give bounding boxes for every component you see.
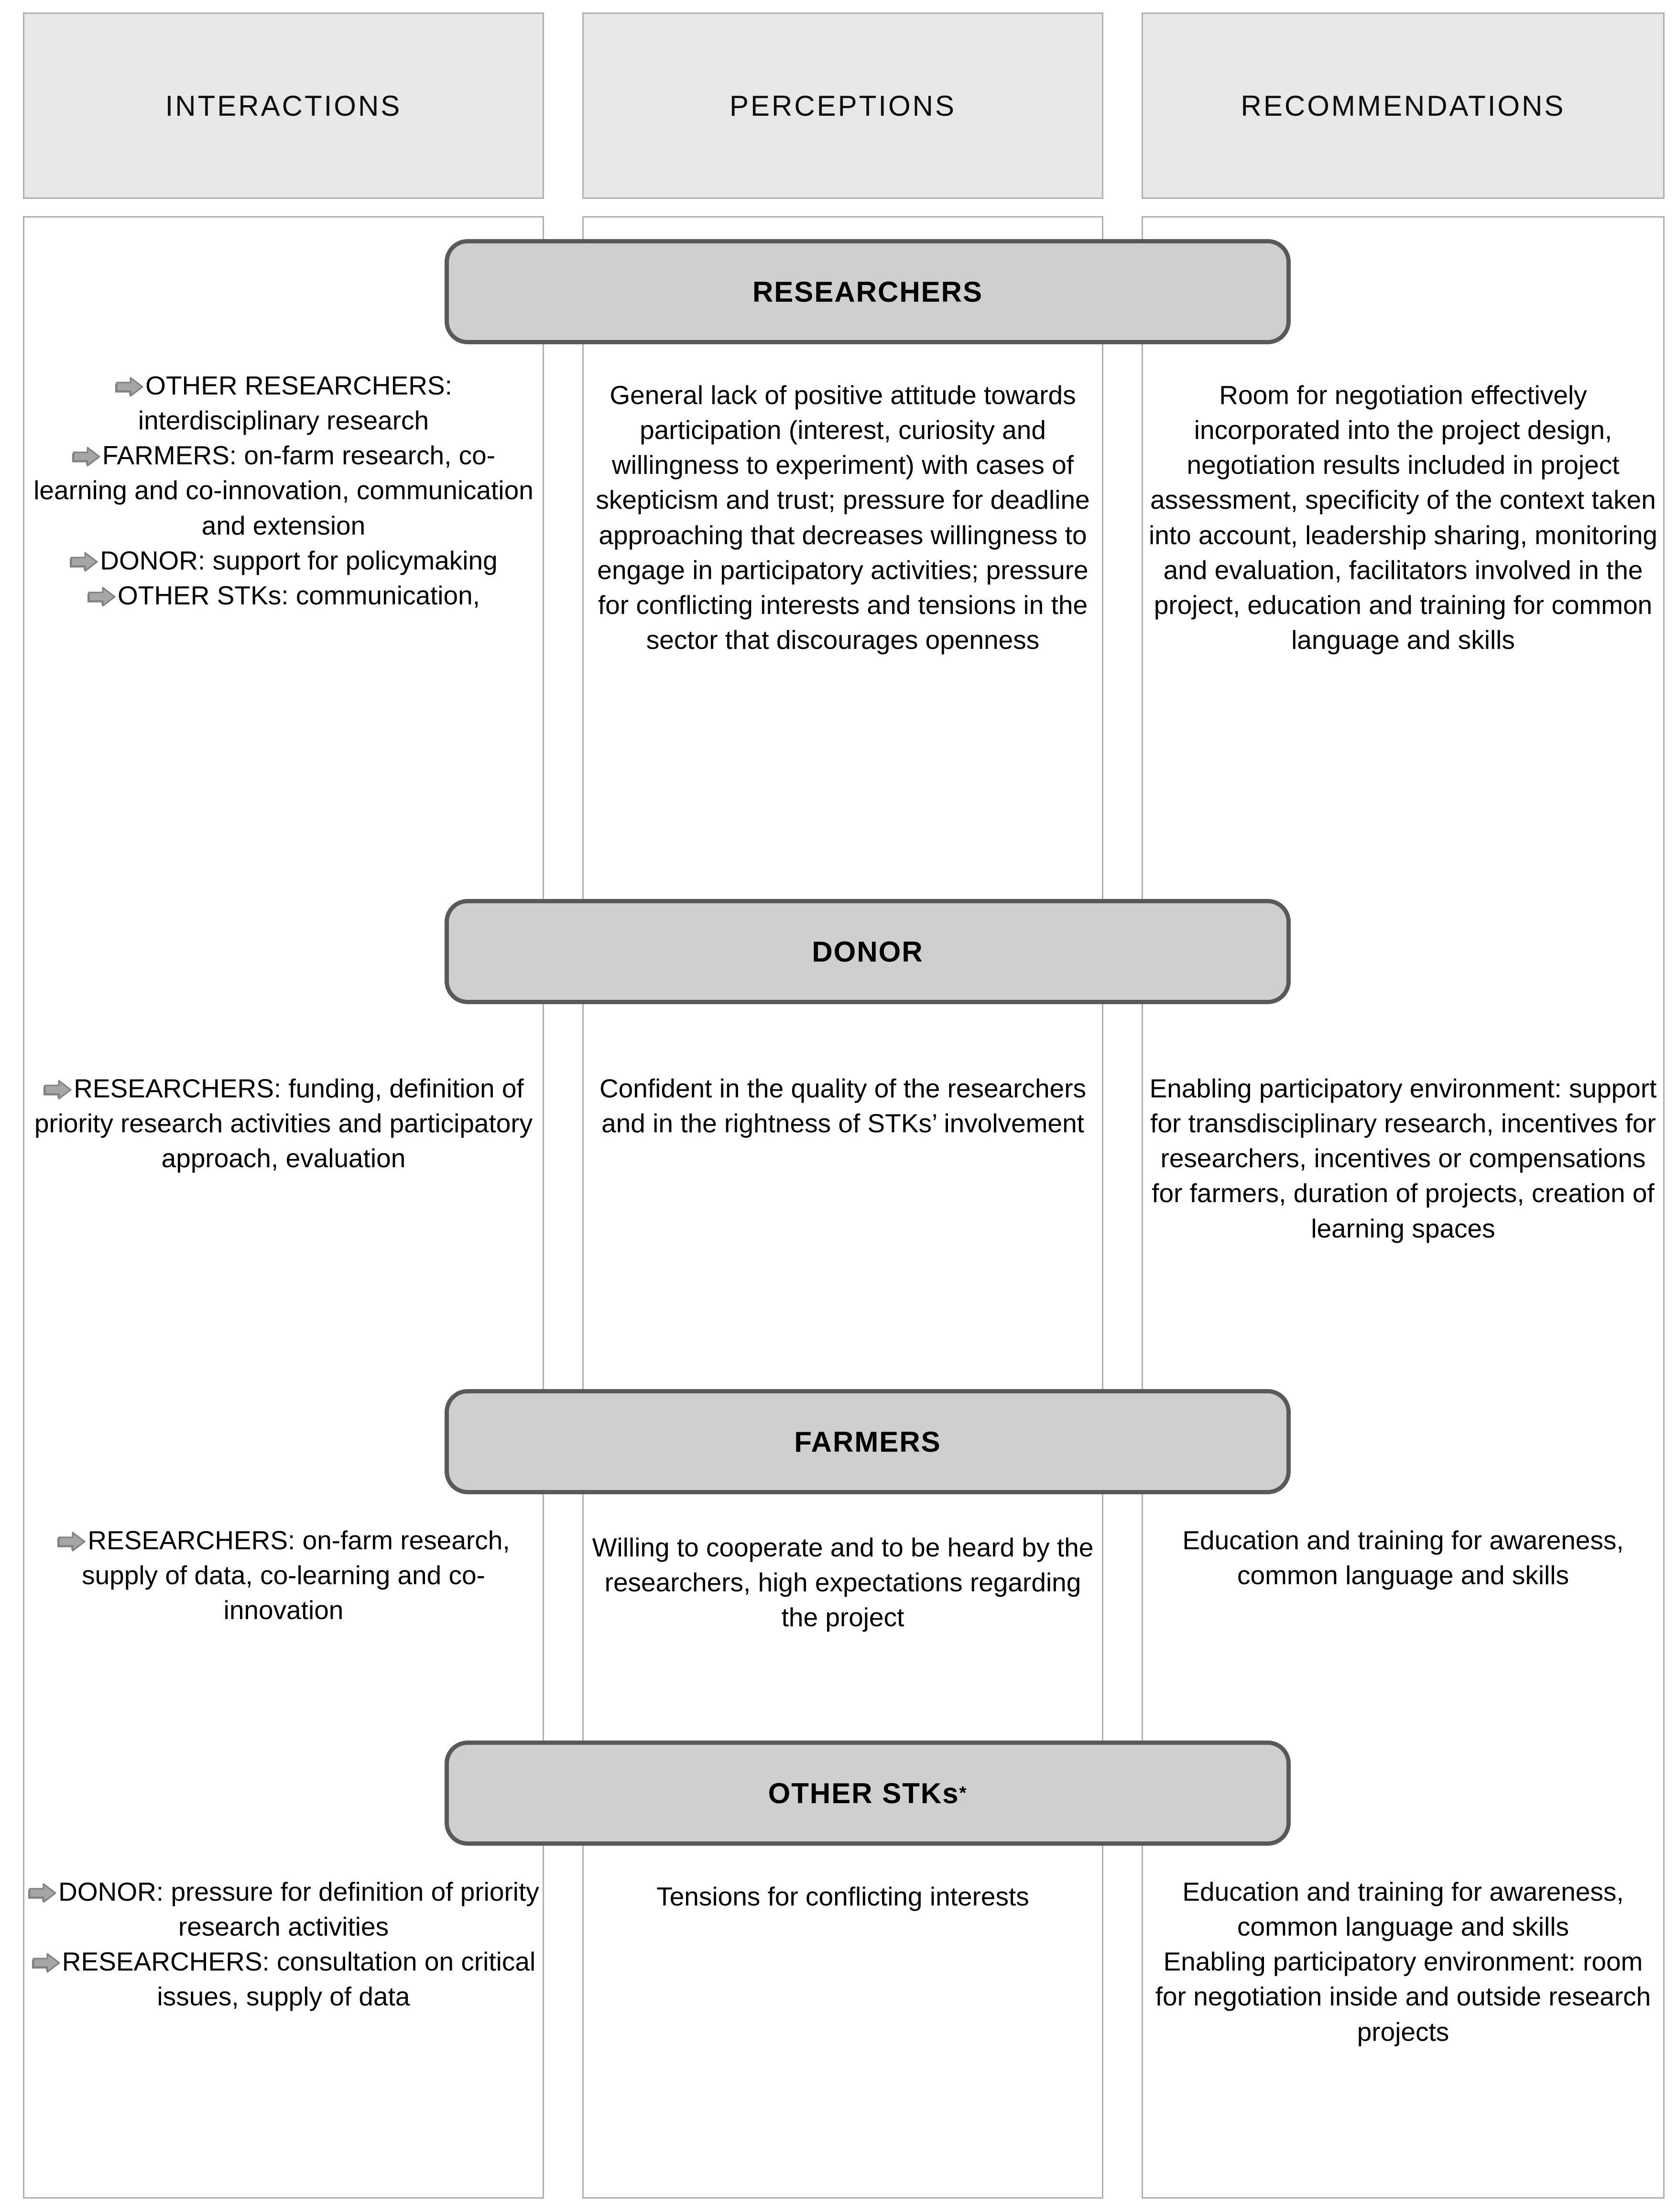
interaction-item: FARMERS: on-farm research, co-learning a… [33, 440, 534, 540]
recommendations-text-line-1: Education and training for awareness, co… [1182, 1877, 1624, 1942]
recommendations-text: Education and training for awareness, co… [1182, 1525, 1624, 1590]
right-arrow-icon [32, 1947, 61, 1973]
right-arrow-icon [72, 441, 101, 467]
right-arrow-icon [115, 371, 144, 397]
recommendations-text: Enabling participatory environment: supp… [1149, 1073, 1657, 1243]
cell-other-stks-interactions: DONOR: pressure for definition of priori… [26, 1874, 541, 2015]
recommendations-text: Room for negotiation effectively incorpo… [1149, 380, 1657, 655]
right-arrow-icon [87, 581, 117, 607]
perceptions-text: Confident in the quality of the research… [599, 1073, 1087, 1139]
recommendations-text-line-2: Enabling participatory environment: room… [1155, 1947, 1651, 2047]
column-header-perceptions: PERCEPTIONS [582, 12, 1103, 199]
right-arrow-icon [57, 1526, 87, 1552]
cell-donor-perceptions: Confident in the quality of the research… [585, 1071, 1100, 1141]
cell-farmers-perceptions: Willing to cooperate and to be heard by … [585, 1530, 1100, 1635]
group-band-label: FARMERS [794, 1425, 941, 1458]
column-header-interactions: INTERACTIONS [23, 12, 544, 199]
perceptions-text: Willing to cooperate and to be heard by … [592, 1533, 1094, 1632]
perceptions-text: General lack of positive attitude toward… [596, 380, 1090, 655]
column-header-recommendations: RECOMMENDATIONS [1142, 12, 1665, 199]
cell-other-stks-recommendations: Education and training for awareness, co… [1144, 1874, 1662, 2049]
column-header-label: INTERACTIONS [165, 89, 402, 122]
column-header-label: RECOMMENDATIONS [1241, 89, 1566, 122]
interaction-item: RESEARCHERS: on-farm research, supply of… [26, 1523, 541, 1628]
group-band-donor: DONOR [445, 899, 1291, 1004]
cell-donor-recommendations: Enabling participatory environment: supp… [1144, 1071, 1662, 1246]
cell-researchers-recommendations: Room for negotiation effectively incorpo… [1144, 378, 1662, 657]
right-arrow-icon [69, 546, 99, 572]
right-arrow-icon [43, 1074, 73, 1100]
cell-farmers-interactions: RESEARCHERS: on-farm research, supply of… [26, 1523, 541, 1628]
cell-researchers-perceptions: General lack of positive attitude toward… [585, 378, 1100, 657]
interaction-item: RESEARCHERS: funding, definition of prio… [34, 1073, 533, 1173]
interaction-item: DONOR: pressure for definition of priori… [26, 1874, 541, 1944]
group-band-other-stks: OTHER STKs* [445, 1741, 1291, 1846]
cell-researchers-interactions: OTHER RESEARCHERS: interdisciplinary res… [26, 368, 541, 636]
interaction-item: RESEARCHERS: consultation on critical is… [26, 1944, 541, 2014]
column-header-label: PERCEPTIONS [729, 89, 957, 122]
group-band-farmers: FARMERS [445, 1389, 1291, 1494]
group-band-label: DONOR [812, 935, 924, 968]
right-arrow-icon [28, 1877, 57, 1903]
column-body-recommendations [1142, 216, 1665, 2199]
perceptions-text: Tensions for conflicting interests [656, 1882, 1029, 1911]
interaction-item: OTHER STKs: communication, [26, 578, 541, 613]
cell-donor-interactions: RESEARCHERS: funding, definition of prio… [26, 1071, 541, 1176]
cell-other-stks-perceptions: Tensions for conflicting interests [585, 1879, 1100, 1914]
cell-farmers-recommendations: Education and training for awareness, co… [1144, 1523, 1662, 1593]
group-band-researchers: RESEARCHERS [445, 239, 1291, 344]
column-body-interactions [23, 216, 544, 2199]
interaction-item: DONOR: support for policymaking [26, 543, 541, 578]
column-body-perceptions [582, 216, 1103, 2199]
group-band-label: OTHER STKs [768, 1777, 959, 1809]
interaction-item: OTHER RESEARCHERS: interdisciplinary res… [26, 368, 541, 438]
group-band-label: RESEARCHERS [752, 275, 983, 308]
